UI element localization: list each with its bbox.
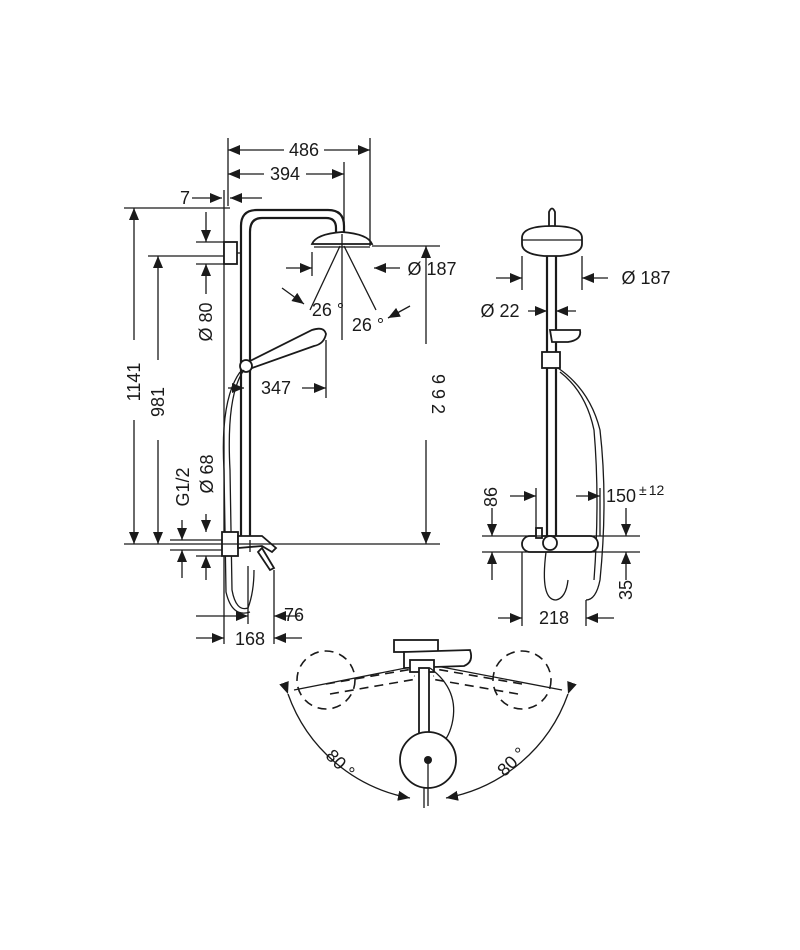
dim-80: Ø 80	[196, 302, 216, 341]
swivel-angle-right: 80 °	[493, 743, 530, 780]
swivel-arm-left	[325, 665, 431, 685]
dim-187-side: Ø 187	[407, 259, 456, 279]
head-cone-r	[343, 245, 377, 311]
angle-arrow-r	[387, 305, 411, 319]
swivel-arc-left	[279, 681, 411, 801]
dim-150-value: 150	[606, 486, 636, 506]
top-mixer-plate	[393, 639, 439, 653]
side-view: 486 394 7 1141 981 Ø 80 26 ° 26 °	[124, 138, 457, 649]
front-hand-shower	[548, 329, 582, 343]
dim-168: 168	[235, 629, 265, 649]
dim-68: Ø 68	[197, 454, 217, 493]
front-hose	[557, 367, 605, 601]
front-head-top	[548, 207, 556, 229]
swivel-arm-right	[417, 665, 523, 685]
dim-394: 394	[270, 164, 300, 184]
head-cone-l	[309, 245, 341, 311]
hand-shower	[246, 327, 327, 370]
mixer-spout	[256, 546, 276, 572]
dim-86: 86	[481, 487, 501, 507]
dim-76: 76	[284, 605, 304, 625]
dim-150: 150±12	[606, 482, 665, 506]
angle-arrow-l	[281, 287, 305, 305]
shower-hose-outer	[222, 371, 251, 614]
dim-g12: G1/2	[173, 467, 193, 506]
swivel-angle-left: 80 °	[322, 745, 359, 782]
dim-486: 486	[289, 140, 319, 160]
dim-7: 7	[180, 188, 190, 208]
riser-pipe	[239, 208, 346, 540]
dim-992: 9 9 2	[428, 374, 448, 414]
dim-22: Ø 22	[480, 301, 519, 321]
head-angle-right: 26 °	[352, 315, 384, 335]
front-hose-lower	[543, 551, 569, 601]
dim-218: 218	[539, 608, 569, 628]
dim-150-tol-value: 12	[649, 482, 665, 498]
front-view: Ø 187 Ø 22 86 150±12 35 218	[480, 207, 671, 628]
top-view: 80 ° 80 °	[279, 639, 577, 808]
swivel-arc-right	[445, 681, 577, 801]
front-holder	[541, 351, 561, 369]
front-overhead-head	[521, 225, 583, 257]
dim-981: 981	[148, 387, 168, 417]
riser-pipe-inner	[248, 216, 338, 540]
dim-347: 347	[261, 378, 291, 398]
front-mixer-bar	[521, 535, 599, 553]
wall-bracket	[223, 241, 238, 265]
dim-150-tol-sign: ±	[639, 482, 647, 498]
dim-35: 35	[616, 580, 636, 600]
hand-shower-holder	[239, 359, 253, 373]
shower-hose	[228, 369, 255, 610]
dim-1141: 1141	[124, 363, 144, 402]
front-mixer-handle	[542, 535, 558, 551]
head-angle-left: 26 °	[312, 300, 344, 320]
dim-187-front: Ø 187	[621, 268, 670, 288]
